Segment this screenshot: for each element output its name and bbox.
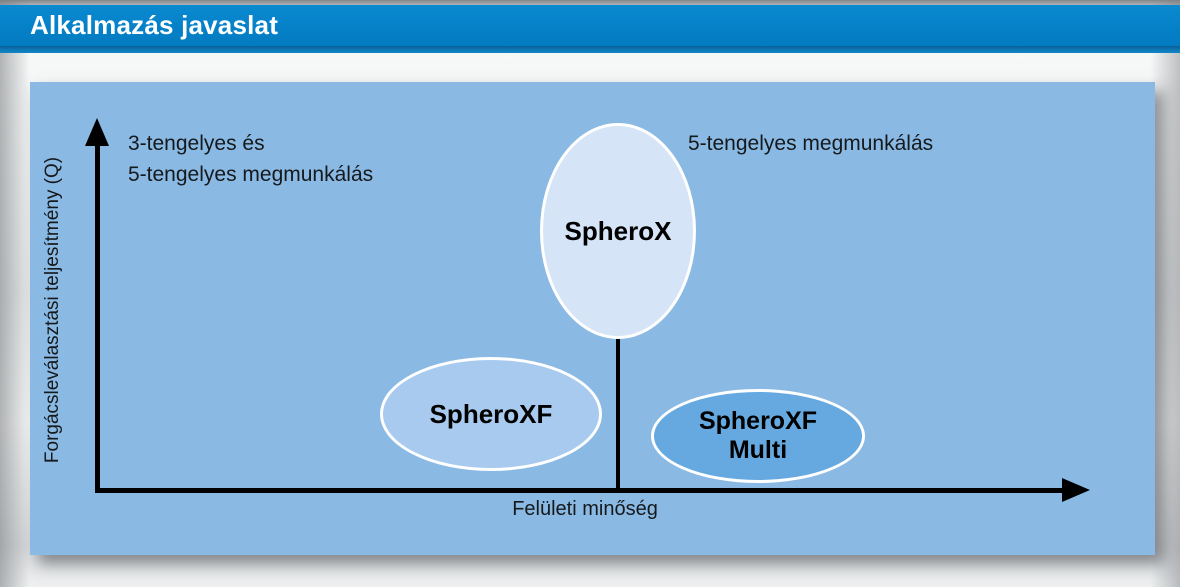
bubble-label: SpheroX: [564, 215, 672, 246]
y-axis-line: [95, 140, 100, 493]
title-bar-underline: [0, 46, 1180, 53]
x-axis-label: Felületi minőség: [512, 498, 658, 520]
x-axis-line: [95, 488, 1066, 493]
spherox-connector-line: [616, 337, 620, 490]
bubble-spheroxf: SpheroXF: [380, 357, 602, 471]
annotation-line: 5-tengelyes megmunkálás: [688, 132, 934, 155]
chart-panel: Forgácsleválasztási teljesítmény (Q) Fel…: [30, 82, 1155, 555]
annotation-line: 5-tengelyes megmunkálás: [128, 163, 374, 186]
bubble-spherox: SpheroX: [540, 123, 696, 339]
bubble-label: SpheroXF: [698, 407, 818, 435]
annotation-top-right: 5-tengelyes megmunkálás: [688, 128, 933, 159]
title-bar: Alkalmazás javaslat: [0, 5, 1180, 46]
x-axis-arrowhead-icon: [1062, 478, 1090, 502]
bubble-spheroxf-multi: SpheroXF Multi: [651, 389, 865, 483]
annotation-line: 3-tengelyes és: [128, 132, 265, 155]
bubble-label: SpheroXF: [429, 398, 553, 429]
bubble-label: Multi: [728, 436, 788, 464]
y-axis-label: Forgácsleválasztási teljesítmény (Q): [38, 130, 68, 490]
page-title: Alkalmazás javaslat: [30, 10, 279, 40]
y-axis-label-text: Forgácsleválasztási teljesítmény (Q): [42, 156, 63, 464]
annotation-top-left: 3-tengelyes és 5-tengelyes megmunkálás: [128, 128, 373, 190]
